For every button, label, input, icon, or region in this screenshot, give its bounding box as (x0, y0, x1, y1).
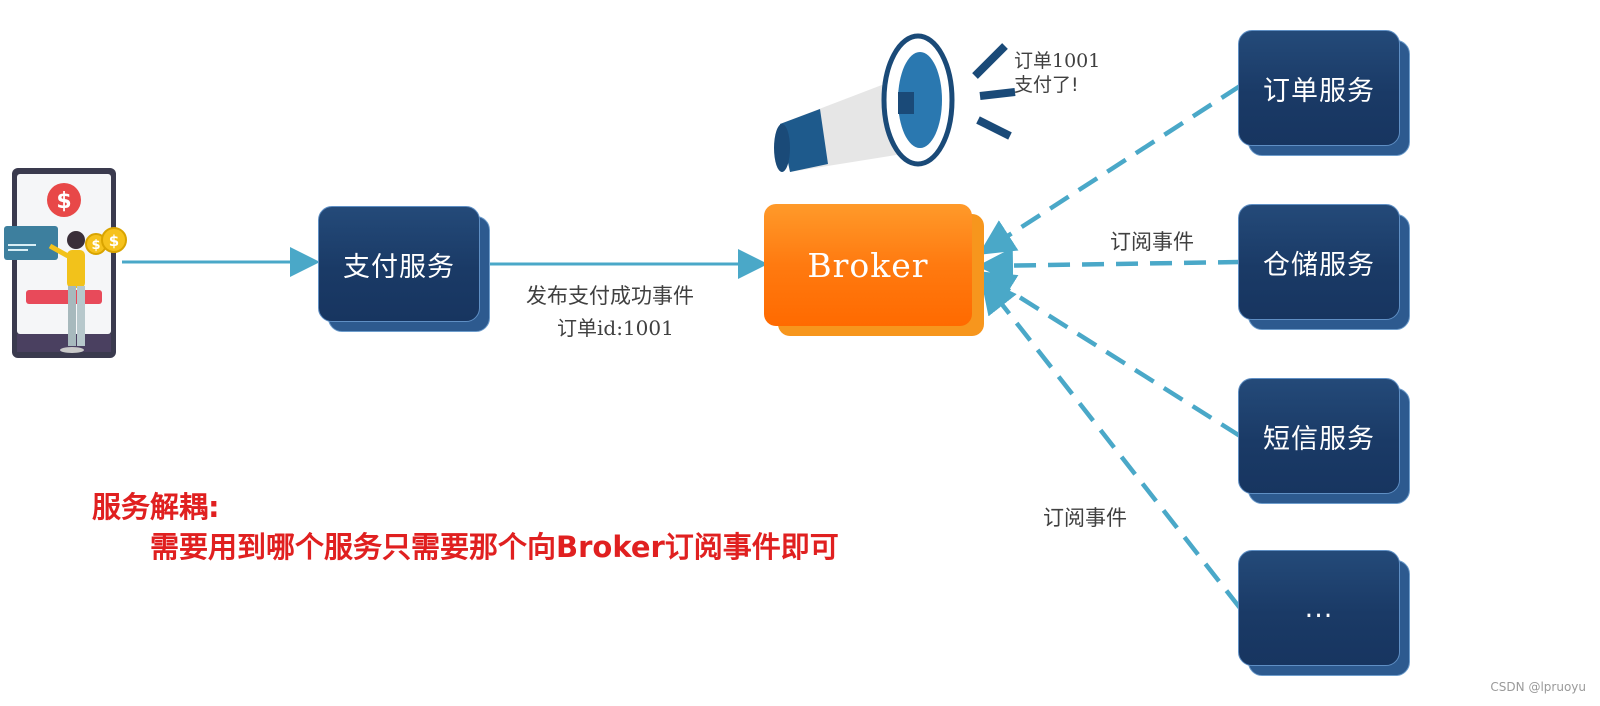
subscribe-label-top: 订阅事件 (1110, 230, 1194, 254)
payment-service-label: 支付服务 (318, 206, 480, 322)
order-service-node: 订单服务 (1238, 30, 1410, 156)
subscribe-label-bottom: 订阅事件 (1043, 506, 1127, 530)
announcement-line2: 支付了! (1014, 74, 1079, 96)
svg-text:$: $ (91, 238, 100, 253)
dashed-more-to-broker (980, 276, 1242, 610)
mobile-payment-icon: $ $ $ (4, 168, 127, 358)
dashed-sms-to-broker (978, 271, 1242, 438)
broker-label: Broker (764, 204, 972, 326)
decoupling-title: 服务解耦: (92, 490, 220, 524)
svg-text:$: $ (109, 232, 119, 250)
sms-service-label: 短信服务 (1238, 378, 1400, 494)
broker-node: Broker (764, 204, 986, 338)
decoupling-description: 需要用到哪个服务只需要那个向Broker订阅事件即可 (150, 530, 839, 564)
sms-service-node: 短信服务 (1238, 378, 1410, 504)
dashed-order-to-broker (978, 84, 1242, 255)
watermark: CSDN @lpruoyu (1490, 680, 1586, 694)
svg-text:$: $ (56, 189, 71, 214)
publish-event-label: 发布支付成功事件 (526, 284, 694, 308)
megaphone-icon (774, 33, 1016, 172)
order-id-label: 订单id:1001 (557, 316, 674, 340)
warehouse-service-label: 仓储服务 (1238, 204, 1400, 320)
announcement-line1: 订单1001 (1014, 50, 1101, 72)
warehouse-service-node: 仓储服务 (1238, 204, 1410, 330)
dashed-warehouse-to-broker (977, 247, 1241, 284)
more-services-label: ... (1238, 550, 1400, 666)
order-service-label: 订单服务 (1238, 30, 1400, 146)
more-services-node: ... (1238, 550, 1410, 676)
payment-service-node: 支付服务 (318, 206, 490, 332)
